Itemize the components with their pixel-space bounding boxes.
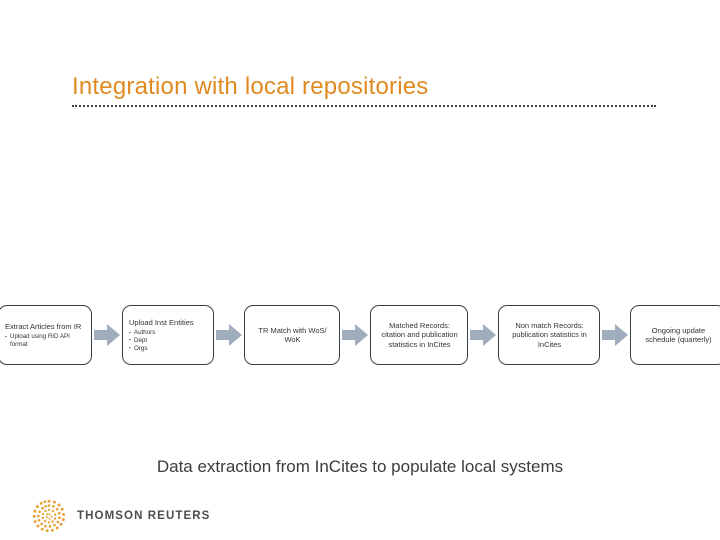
flow-step-1[interactable]: Extract Articles from IR Upload using RI… bbox=[0, 305, 92, 365]
right-block-arrow-icon bbox=[600, 322, 630, 348]
right-block-arrow-icon bbox=[92, 322, 122, 348]
slide-caption: Data extraction from InCites to populate… bbox=[156, 457, 564, 476]
flow-step-bullets: Upload using RID API format bbox=[5, 333, 86, 348]
flow-step-heading: Ongoing update schedule (quarterly) bbox=[645, 325, 712, 345]
slide-title-block: Integration with local repositories bbox=[72, 72, 656, 107]
flow-step-3[interactable]: TR Match with WoS/ WoK bbox=[244, 305, 340, 365]
flow-step-6[interactable]: Ongoing update schedule (quarterly) bbox=[630, 305, 720, 365]
list-item: Dept bbox=[129, 336, 208, 345]
process-flow: Extract Articles from IR Upload using RI… bbox=[0, 300, 720, 370]
right-block-arrow-icon bbox=[214, 322, 244, 348]
thomson-reuters-spiral-dots-icon bbox=[30, 497, 68, 535]
list-item: Orgs bbox=[129, 344, 208, 353]
flow-step-heading: Matched Records: citation and publicatio… bbox=[381, 320, 458, 349]
list-item: Authors bbox=[129, 329, 208, 337]
page-title: Integration with local repositories bbox=[72, 73, 429, 100]
brand-logo-text: THOMSON REUTERS bbox=[77, 510, 211, 522]
flow-step-heading: TR Match with WoS/ WoK bbox=[258, 325, 327, 345]
flow-step-4[interactable]: Matched Records: citation and publicatio… bbox=[370, 305, 468, 365]
title-dotted-rule bbox=[72, 105, 656, 107]
flow-step-bullets: Authors Dept Orgs bbox=[129, 329, 208, 352]
flow-step-heading: Extract Articles from IR bbox=[5, 321, 82, 331]
right-block-arrow-icon bbox=[340, 322, 370, 348]
brand-logo: THOMSON REUTERS bbox=[30, 496, 230, 536]
list-item: Upload using RID API format bbox=[5, 333, 86, 348]
flow-step-heading: Non match Records: publication statistic… bbox=[512, 320, 587, 349]
right-block-arrow-icon bbox=[468, 322, 498, 348]
flow-step-5[interactable]: Non match Records: publication statistic… bbox=[498, 305, 600, 365]
flow-step-2[interactable]: Upload Inst Entities Authors Dept Orgs bbox=[122, 305, 214, 365]
flow-step-heading: Upload Inst Entities bbox=[129, 317, 194, 327]
